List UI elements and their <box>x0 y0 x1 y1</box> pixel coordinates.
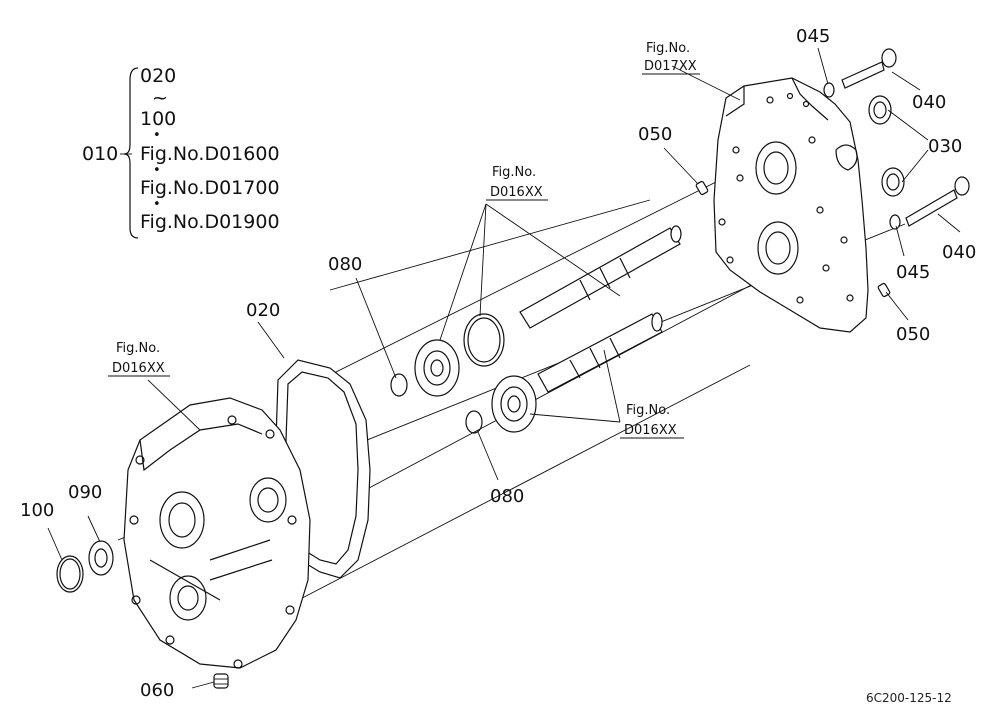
legend-bullet-1: • <box>153 128 161 143</box>
drawing-code: 6C200-125-12 <box>866 691 952 705</box>
legend-brace <box>123 67 139 239</box>
callout-020: 020 <box>246 300 280 321</box>
legend-bullet-3: • <box>153 197 161 212</box>
legend-range-end: 100 <box>140 108 176 130</box>
legend-assembly-number: 010 <box>82 143 118 165</box>
legend-block: 010 020 ~ 100 • Fig.No.D01600 • Fig.No.D… <box>82 65 280 239</box>
fig-ref-left-line2: D016XX <box>112 361 165 376</box>
washer-045-top <box>823 82 835 98</box>
callout-labels: 020 030 040 040 045 045 050 050 060 080 … <box>20 26 976 701</box>
callout-080-bottom: 080 <box>490 486 524 507</box>
callout-100: 100 <box>20 500 54 521</box>
upper-shaft <box>519 225 682 329</box>
callout-080-top: 080 <box>328 254 362 275</box>
circlip-080-top <box>390 373 408 397</box>
callout-040-top: 040 <box>912 92 946 113</box>
callout-050-top: 050 <box>638 124 672 145</box>
fig-ref-left-line1: Fig.No. <box>116 341 160 356</box>
pin-050-top <box>695 180 709 196</box>
bearing-lower <box>491 375 537 433</box>
callout-030: 030 <box>928 136 962 157</box>
oil-seal-030-lower <box>881 167 905 197</box>
legend-fig-ref-3: Fig.No.D01900 <box>140 211 280 233</box>
legend-fig-ref-2: Fig.No.D01700 <box>140 177 280 199</box>
fig-ref-middle-line1: Fig.No. <box>492 165 536 180</box>
bearing-upper <box>414 339 460 397</box>
legend-range-start: 020 <box>140 65 176 87</box>
callout-090: 090 <box>68 482 102 503</box>
callout-050-bottom: 050 <box>896 324 930 345</box>
front-housing <box>123 397 311 669</box>
legend-bullet-2: • <box>153 163 161 178</box>
fig-ref-top-right: Fig.No. D017XX <box>642 41 700 75</box>
fig-ref-middle: Fig.No. D016XX <box>486 165 548 201</box>
callout-045-top: 045 <box>796 26 830 47</box>
fig-ref-left: Fig.No. D016XX <box>108 341 170 377</box>
retaining-ring-upper <box>463 313 505 367</box>
circlip-100 <box>56 555 84 593</box>
washer-045-bottom <box>889 214 901 230</box>
lower-shaft <box>537 312 663 393</box>
legend-fig-ref-1: Fig.No.D01600 <box>140 143 280 165</box>
callout-040-bottom: 040 <box>942 242 976 263</box>
callout-045-bottom: 045 <box>896 262 930 283</box>
circlip-080-bottom <box>465 410 483 434</box>
fig-ref-lower-right-line1: Fig.No. <box>626 403 670 418</box>
fig-ref-lower-right: Fig.No. D016XX <box>620 403 684 439</box>
rear-housing <box>713 77 869 333</box>
bolt-040-bottom <box>905 176 970 227</box>
fig-ref-top-right-line1: Fig.No. <box>646 41 690 56</box>
fig-ref-lower-right-line2: D016XX <box>624 423 677 438</box>
oil-seal-030-upper <box>868 95 892 125</box>
bolt-040-top <box>841 48 897 89</box>
fig-ref-middle-line2: D016XX <box>490 185 543 200</box>
callout-060: 060 <box>140 680 174 701</box>
oil-seal-090 <box>88 540 114 576</box>
legend-tilde: ~ <box>152 87 168 109</box>
leader-lines <box>47 47 961 689</box>
fig-ref-top-right-line2: D017XX <box>644 59 697 74</box>
drain-plug-060 <box>213 673 229 689</box>
